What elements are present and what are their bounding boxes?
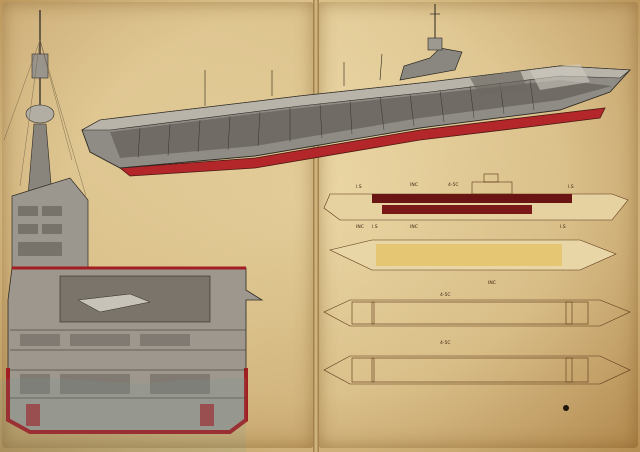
ship-plans bbox=[323, 173, 631, 411]
deck-label-1: 4-5C bbox=[440, 292, 451, 298]
profile-label-1: I.S bbox=[356, 184, 362, 190]
hangar-plan bbox=[329, 239, 617, 271]
deck-plan-lower bbox=[323, 355, 631, 385]
profile-label-3: 4-5C bbox=[448, 182, 459, 188]
profile-plan bbox=[323, 173, 629, 221]
profile-label-2: INC bbox=[410, 182, 418, 188]
deck-label-2: INC bbox=[488, 280, 496, 286]
hangar-label-2: I.S bbox=[372, 224, 378, 230]
cross-section-illustration bbox=[0, 10, 264, 452]
deck-plan-upper bbox=[323, 299, 631, 327]
profile-label-4: I.S bbox=[568, 184, 574, 190]
hangar-label-3: INC bbox=[410, 224, 418, 230]
book-gutter bbox=[313, 0, 319, 452]
hangar-label-4: I.S bbox=[560, 224, 566, 230]
deck-label-3: 4-5C bbox=[440, 340, 451, 346]
hangar-label-1: INC bbox=[356, 224, 364, 230]
carrier-cutaway-illustration bbox=[80, 4, 631, 177]
plan-labels: I.S INC 4-5C I.S INC I.S INC I.S 4-5C IN… bbox=[356, 182, 574, 346]
